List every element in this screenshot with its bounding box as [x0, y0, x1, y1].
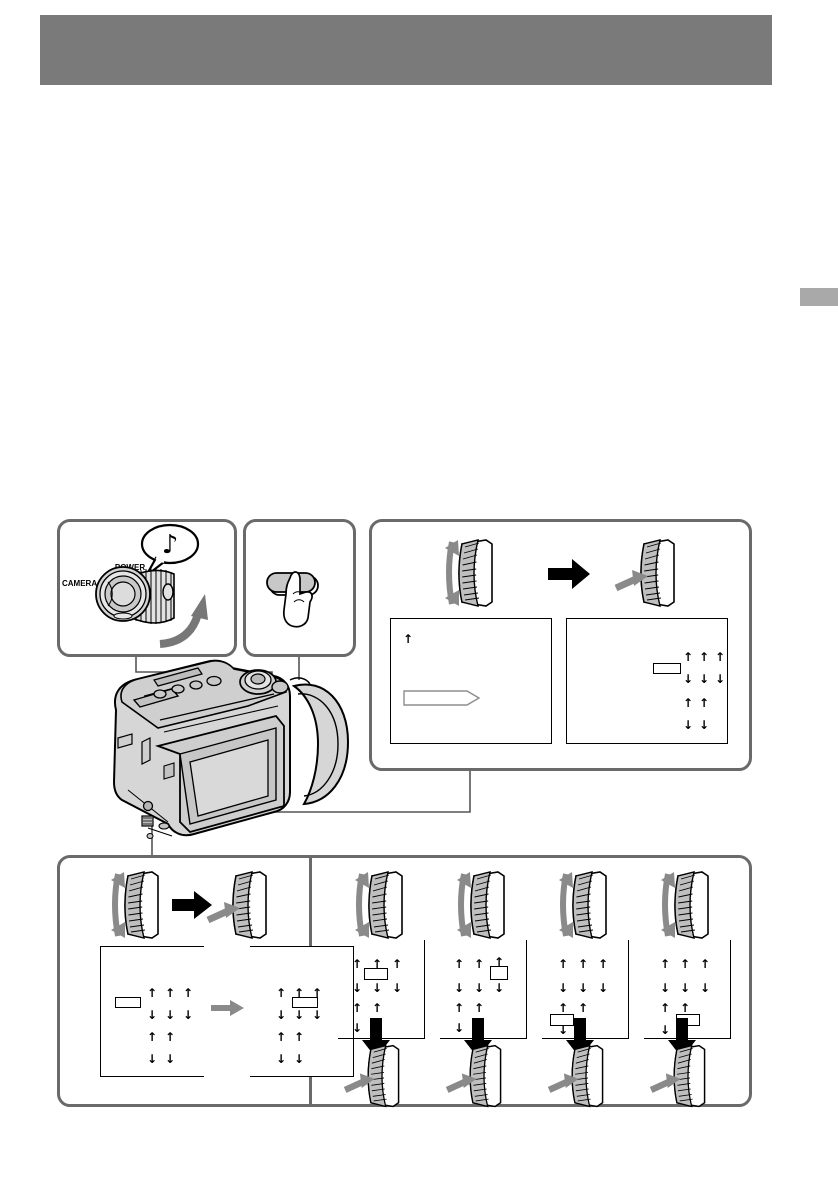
select-column-1: ↑ ↑ ↑ ↓ ↓ ↓ ↑ ↑ ↓ ↓: [338, 866, 440, 1108]
top-button-row: [153, 675, 222, 699]
lcd-screen-before: ↑ ↑ ↑ ↓ ↓ ↓ ↑ ↑ ↓ ↓: [100, 946, 204, 1077]
press-arrow-icon: [614, 570, 648, 592]
sel-push-exec-dial-press-icon: [547, 1044, 604, 1108]
select-column-2: ↑ ↑ ↑ ↓ ↓ ↓ ↑ ↑ ↓ ↓: [440, 866, 542, 1108]
camera-label: CAMERA: [62, 579, 97, 588]
sel-push-exec-dial-turn-icon: [559, 871, 607, 939]
sel-push-exec-dial-turn-icon: [457, 871, 505, 939]
sel-push-exec-dial-press-icon: [614, 539, 675, 607]
big-right-arrow-icon: [172, 891, 212, 919]
lcd-up-cursor: ↑: [403, 632, 414, 646]
header-band: [40, 15, 772, 85]
beep-note-icon: ♪: [162, 530, 179, 560]
press-button-panel: [243, 519, 356, 657]
sel-push-exec-dial-turn-icon: [661, 871, 709, 939]
menu-highlight-bar: [115, 997, 141, 1008]
menu-navigation-panel: ↑ ↑ ↑ ↑ ↓ ↓ ↓ ↑ ↑ ↓ ↓: [369, 519, 752, 771]
lcd-panel: [154, 714, 285, 834]
sel-push-exec-dial-press-icon: [649, 1044, 706, 1108]
menu-highlight-bar-with-pointer: [403, 690, 481, 706]
mid-right-arrow-icon: [211, 1000, 244, 1016]
rotate-arrow-icon: [159, 594, 208, 648]
sel-push-exec-dial-turn-icon: [445, 539, 493, 607]
big-right-arrow-icon: [548, 559, 590, 589]
lcd-screen-after: ↑ ↑ ↑ ↓ ↓ ↓ ↑ ↑ ↓ ↓: [250, 946, 354, 1077]
sel-push-exec-dial-press-icon: [445, 1044, 502, 1108]
menu-button: [141, 815, 154, 827]
menu-highlight-bar: [292, 997, 318, 1008]
camcorder-body: [112, 659, 350, 839]
sel-push-exec-dial-press-icon: [206, 871, 267, 939]
power-dial-icon: [95, 566, 175, 624]
sel-push-exec-dial-turn-icon: [111, 871, 159, 939]
sel-push-exec-dial: [142, 800, 154, 812]
menu-highlight-bar: [364, 968, 388, 980]
select-column-4: ↑ ↑ ↑ ↓ ↓ ↓ ↑ ↑ ↓ ↓: [644, 866, 746, 1108]
sel-push-exec-dial-turn-icon: [355, 871, 403, 939]
press-arrow-icon: [547, 1073, 579, 1093]
select-column-3: ↑ ↑ ↑ ↓ ↓ ↓ ↑ ↑ ↓ ↓: [542, 866, 644, 1108]
sel-push-exec-dial-press-icon: [343, 1044, 400, 1108]
camcorder-illustration: [112, 659, 350, 839]
press-arrow-icon: [343, 1073, 375, 1093]
grip-belt: [289, 677, 350, 806]
pressing-hand-icon: [282, 571, 313, 628]
menu-highlight-bar: [490, 966, 508, 980]
press-arrow-icon: [649, 1073, 681, 1093]
press-arrow-icon: [206, 902, 240, 924]
lcd-screen-menu-open: ↑ ↑ ↑ ↓ ↓ ↓ ↑ ↑ ↓ ↓: [566, 618, 728, 744]
item-selection-panel: ↑ ↑ ↑ ↓ ↓ ↓ ↑ ↑ ↓ ↓ ↑ ↑ ↑ ↓ ↓ ↓ ↑ ↑ ↓ ↓: [57, 855, 752, 1108]
power-dial-diagram: ♪ POWER CAMERA: [62, 523, 208, 648]
press-arrow-icon: [445, 1073, 477, 1093]
lcd-screen-initial: ↑: [390, 618, 552, 744]
menu-highlight-bar: [653, 663, 681, 674]
section-edge-tab: [800, 288, 838, 306]
power-switch-panel: ♪ POWER CAMERA: [57, 519, 237, 657]
power-dial-top: [239, 669, 289, 695]
menu-highlight-bar: [550, 1014, 574, 1026]
press-button-diagram: [266, 571, 319, 628]
